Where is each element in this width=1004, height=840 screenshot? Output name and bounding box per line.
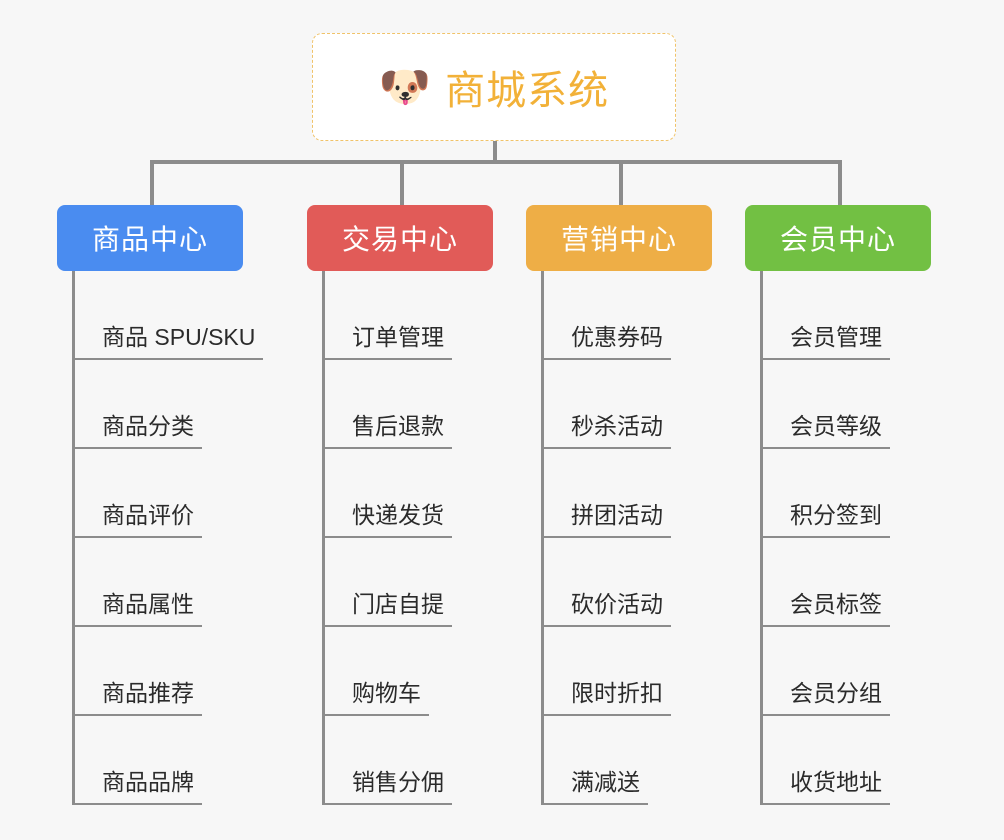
- leaf-trunk-product-center: [72, 271, 75, 805]
- leaf-item[interactable]: 收货地址: [760, 716, 890, 805]
- leaf-item-label: 满减送: [541, 768, 648, 805]
- leaf-item-label: 会员标签: [760, 590, 890, 627]
- root-stem-connector: [493, 141, 497, 163]
- branch-label-member-center: 会员中心: [779, 224, 896, 255]
- leaf-trunk-trade-center: [322, 271, 325, 805]
- leaf-column-member-center: 会员管理会员等级积分签到会员标签会员分组收货地址: [760, 271, 890, 805]
- leaf-item-label: 会员管理: [760, 323, 890, 360]
- leaf-trunk-member-center: [760, 271, 763, 805]
- leaf-item-label: 商品分类: [72, 412, 202, 449]
- leaf-item-label: 砍价活动: [541, 590, 671, 627]
- leaf-item-label: 商品 SPU/SKU: [72, 323, 264, 360]
- branch-label-product-center: 商品中心: [91, 224, 208, 255]
- leaf-item-label: 优惠券码: [541, 323, 671, 360]
- leaf-item[interactable]: 商品 SPU/SKU: [72, 271, 264, 360]
- leaf-item[interactable]: 会员分组: [760, 627, 890, 716]
- leaf-item[interactable]: 会员管理: [760, 271, 890, 360]
- leaf-item[interactable]: 秒杀活动: [541, 360, 671, 449]
- leaf-item[interactable]: 销售分佣: [322, 716, 452, 805]
- branch-label-trade-center: 交易中心: [341, 224, 458, 255]
- branch-bus-connector: [150, 160, 840, 164]
- leaf-item[interactable]: 满减送: [541, 716, 671, 805]
- leaf-item[interactable]: 拼团活动: [541, 449, 671, 538]
- leaf-item-label: 快递发货: [322, 501, 452, 538]
- drop-connector-trade-center: [400, 160, 404, 205]
- leaf-item[interactable]: 购物车: [322, 627, 452, 716]
- leaf-item-label: 限时折扣: [541, 679, 671, 716]
- leaf-item[interactable]: 商品分类: [72, 360, 263, 449]
- drop-connector-member-center: [838, 160, 842, 205]
- leaf-item-label: 商品品牌: [72, 768, 202, 805]
- leaf-item[interactable]: 售后退款: [322, 360, 452, 449]
- leaf-column-trade-center: 订单管理售后退款快递发货门店自提购物车销售分佣: [322, 271, 452, 805]
- drop-connector-marketing-center: [619, 160, 623, 205]
- leaf-item-label: 收货地址: [760, 768, 890, 805]
- leaf-item[interactable]: 会员标签: [760, 538, 890, 627]
- leaf-item-label: 商品推荐: [72, 679, 202, 716]
- root-title: 商城系统: [445, 69, 610, 113]
- leaf-item[interactable]: 优惠券码: [541, 271, 671, 360]
- leaf-item-label: 积分签到: [760, 501, 890, 538]
- branch-marketing-center[interactable]: 营销中心: [526, 205, 712, 271]
- branch-trade-center[interactable]: 交易中心: [307, 205, 493, 271]
- branch-label-marketing-center: 营销中心: [560, 224, 677, 255]
- drop-connector-product-center: [150, 160, 154, 205]
- leaf-item[interactable]: 快递发货: [322, 449, 452, 538]
- shiba-dog-face-icon: 🐶: [378, 63, 432, 110]
- leaf-item-label: 售后退款: [322, 412, 452, 449]
- leaf-trunk-marketing-center: [541, 271, 544, 805]
- leaf-item-label: 门店自提: [322, 590, 452, 627]
- leaf-item[interactable]: 积分签到: [760, 449, 890, 538]
- leaf-item-label: 销售分佣: [322, 768, 452, 805]
- leaf-item-label: 购物车: [322, 679, 429, 716]
- leaf-item-label: 商品属性: [72, 590, 202, 627]
- leaf-item[interactable]: 门店自提: [322, 538, 452, 627]
- leaf-item-label: 商品评价: [72, 501, 202, 538]
- root-node[interactable]: 🐶 商城系统: [312, 33, 676, 141]
- leaf-item-label: 会员等级: [760, 412, 890, 449]
- leaf-item[interactable]: 商品品牌: [72, 716, 263, 805]
- leaf-item[interactable]: 商品推荐: [72, 627, 263, 716]
- leaf-column-marketing-center: 优惠券码秒杀活动拼团活动砍价活动限时折扣满减送: [541, 271, 671, 805]
- leaf-item[interactable]: 商品评价: [72, 449, 263, 538]
- leaf-item[interactable]: 限时折扣: [541, 627, 671, 716]
- branch-member-center[interactable]: 会员中心: [745, 205, 931, 271]
- leaf-item[interactable]: 商品属性: [72, 538, 263, 627]
- leaf-item-label: 秒杀活动: [541, 412, 671, 449]
- leaf-item-label: 订单管理: [322, 323, 452, 360]
- leaf-item-label: 拼团活动: [541, 501, 671, 538]
- leaf-item[interactable]: 会员等级: [760, 360, 890, 449]
- leaf-item-label: 会员分组: [760, 679, 890, 716]
- leaf-item[interactable]: 砍价活动: [541, 538, 671, 627]
- leaf-item[interactable]: 订单管理: [322, 271, 452, 360]
- branch-product-center[interactable]: 商品中心: [57, 205, 243, 271]
- leaf-column-product-center: 商品 SPU/SKU 商品分类商品评价商品属性商品推荐商品品牌: [72, 271, 264, 805]
